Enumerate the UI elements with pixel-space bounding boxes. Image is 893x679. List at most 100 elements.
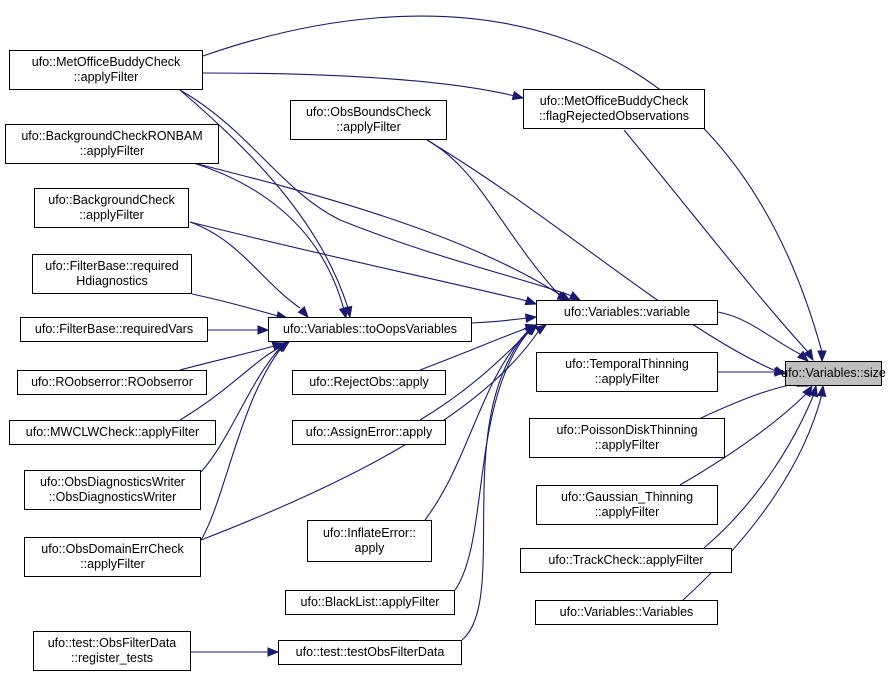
node-label-line: ::applyFilter — [79, 144, 145, 158]
node-label-line: apply — [354, 541, 385, 555]
arrowhead-icon — [534, 324, 548, 335]
edge-path — [424, 330, 529, 521]
node-label-line: ufo::ObsDomainErrCheck — [41, 542, 184, 556]
node-size: ufo::Variables::size — [781, 361, 886, 386]
call-edge — [179, 89, 582, 301]
edge-path — [189, 161, 345, 311]
node-label-line: ufo::MetOfficeBuddyCheck — [539, 94, 689, 108]
call-edge — [623, 129, 814, 362]
node-label-line: ::applyFilter — [594, 438, 660, 452]
node-label-line: ufo::ROobserror::ROobserror — [31, 375, 193, 389]
call-edge — [189, 161, 349, 320]
arrowhead-icon — [556, 291, 570, 301]
node-bg-ronbam[interactable]: ufo::BackgroundCheckRONBAM::applyFilter — [5, 124, 219, 164]
node-vars-ctor[interactable]: ufo::Variables::Variables — [535, 600, 718, 625]
node-flag-rejected[interactable]: ufo::MetOfficeBuddyCheck::flagRejectedOb… — [523, 89, 705, 129]
node-reject-obs[interactable]: ufo::RejectObs::apply — [292, 370, 446, 395]
node-label-line: ufo::FilterBase::required — [45, 259, 179, 273]
call-edge — [202, 15, 827, 363]
arrowhead-icon — [523, 324, 537, 336]
edge-path — [179, 89, 573, 297]
node-mwclw[interactable]: ufo::MWCLWCheck::applyFilter — [9, 420, 216, 445]
node-inflate-err[interactable]: ufo::InflateError::apply — [307, 520, 432, 562]
edge-path — [189, 221, 528, 302]
node-label-line: ufo::BackgroundCheck — [48, 193, 175, 207]
node-label-line: ufo::Variables::variable — [563, 305, 691, 319]
node-label-line: ufo::Variables::size — [781, 366, 886, 380]
node-test-o-f-d[interactable]: ufo::test::testObsFilterData — [278, 640, 462, 665]
node-label-line: ::applyFilter — [336, 120, 401, 134]
call-edge — [202, 72, 525, 101]
arrowhead-icon — [297, 306, 309, 319]
node-label-line: ufo::Variables::Variables — [559, 605, 694, 619]
node-to-oops[interactable]: ufo::Variables::toOopsVariables — [268, 317, 472, 342]
call-edge — [200, 324, 548, 541]
edge-path — [679, 391, 809, 486]
edge-path — [189, 161, 563, 297]
node-bg-check[interactable]: ufo::BackgroundCheck::applyFilter — [34, 188, 189, 228]
edge-path — [426, 139, 777, 372]
node-domain-err[interactable]: ufo::ObsDomainErrCheck::applyFilter — [24, 537, 201, 577]
call-edge — [179, 341, 285, 371]
edge-path — [471, 317, 528, 324]
edge-path — [454, 329, 531, 591]
node-label-line: ::applyFilter — [80, 557, 145, 571]
node-label-line: ufo::FilterBase::requiredVars — [34, 322, 194, 336]
node-track-check[interactable]: ufo::TrackCheck::applyFilter — [520, 548, 732, 573]
node-variable[interactable]: ufo::Variables::variable — [536, 300, 718, 325]
node-temporal[interactable]: ufo::TemporalThinning::applyFilter — [536, 352, 718, 392]
call-edge — [426, 139, 570, 301]
arrowhead-icon — [525, 313, 538, 323]
arrowhead-icon — [568, 291, 582, 301]
edge-path — [703, 393, 815, 549]
node-label-line: ::ObsDiagnosticsWriter — [48, 490, 177, 504]
node-label-line: ufo::InflateError:: — [322, 526, 417, 540]
edge-path — [461, 330, 529, 641]
node-label-line: ufo::AssignError::apply — [305, 425, 433, 439]
node-obs-diag[interactable]: ufo::ObsDiagnosticsWriter::ObsDiagnostic… — [24, 470, 201, 510]
edge-path — [200, 328, 541, 541]
call-edge — [191, 293, 289, 321]
call-edge — [426, 139, 787, 376]
call-edge — [191, 647, 280, 657]
node-req-vars[interactable]: ufo::FilterBase::requiredVars — [20, 317, 208, 342]
node-gaussian[interactable]: ufo::Gaussian_Thinning::applyFilter — [536, 485, 718, 525]
node-label-line: ufo::BackgroundCheckRONBAM — [21, 129, 203, 143]
edge-path — [179, 89, 349, 309]
call-edge — [189, 221, 309, 319]
edge-path — [200, 346, 282, 473]
edge-path — [419, 327, 528, 371]
node-label-line: ufo::MWCLWCheck::applyFilter — [25, 425, 200, 439]
arrowhead-icon — [277, 341, 291, 352]
call-edge — [471, 313, 538, 324]
call-edge — [208, 325, 270, 335]
node-label-line: ufo::BlackList::applyFilter — [300, 595, 440, 609]
node-label-line: ::applyFilter — [594, 372, 660, 386]
edge-path — [200, 346, 283, 541]
edge-path — [426, 139, 561, 297]
node-label-line: ufo::Variables::toOopsVariables — [283, 322, 457, 336]
node-label-line: ufo::TemporalThinning — [565, 357, 689, 371]
arrowhead-icon — [338, 306, 349, 320]
edge-path — [202, 15, 823, 353]
node-label-line: ufo::RejectObs::apply — [309, 375, 429, 389]
node-black-list[interactable]: ufo::BlackList::applyFilter — [285, 590, 455, 615]
node-buddy-apply[interactable]: ufo::MetOfficeBuddyCheck::applyFilter — [9, 50, 203, 90]
node-poisson[interactable]: ufo::PoissonDiskThinning::applyFilter — [529, 418, 725, 458]
node-reg-tests[interactable]: ufo::test::ObsFilterData::register_tests — [33, 631, 191, 671]
node-obs-bounds[interactable]: ufo::ObsBoundsCheck::applyFilter — [290, 100, 447, 140]
node-label-line: ufo::Gaussian_Thinning — [560, 490, 694, 504]
node-label-line: ufo::test::ObsFilterData — [47, 636, 177, 650]
edge-path — [623, 129, 809, 353]
node-assign-err[interactable]: ufo::AssignError::apply — [292, 420, 446, 445]
node-roobserror[interactable]: ufo::ROobserror::ROobserror — [17, 370, 207, 395]
arrowhead-icon — [803, 348, 814, 362]
node-label-line: ::applyFilter — [73, 70, 139, 84]
arrowhead-icon — [267, 647, 280, 657]
arrowhead-icon — [257, 325, 270, 335]
node-label-line: Hdiagnostics — [76, 274, 148, 288]
node-label-line: ::applyFilter — [594, 505, 660, 519]
